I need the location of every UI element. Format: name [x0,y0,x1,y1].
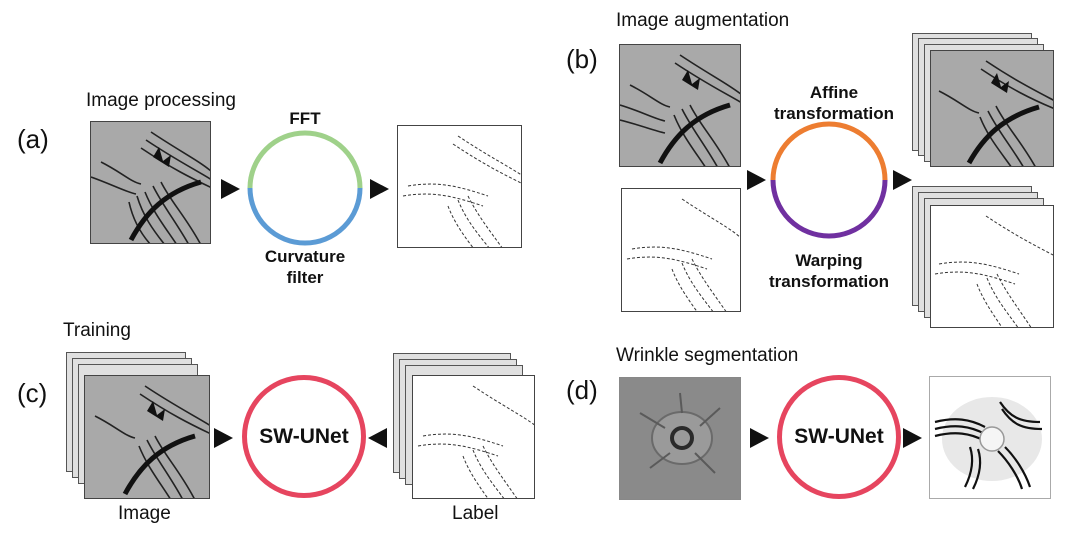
fft-label: FFT [289,109,321,128]
augmented-label-stack-top [930,205,1054,328]
affine-transformation-label: Affine transformation [774,83,894,123]
arrow-d-1 [750,428,769,448]
arrow-d-2 [903,428,922,448]
arrow-b-1 [747,170,766,190]
sw-unet-label: SW-UNet [794,425,884,448]
affine-arc [770,121,888,181]
image-caption: Image [118,503,171,524]
panel-d-letter: (d) [566,375,598,405]
warping-transformation-label: Warping transformation [769,251,889,291]
processed-label-image-a [397,125,522,248]
segmentation-output-image [929,376,1051,499]
warping-arc [770,179,888,239]
arrow-c-2 [368,428,387,448]
training-label-stack-top [412,375,535,499]
panel-c-letter: (c) [17,378,48,408]
arrow-a-2 [370,179,389,199]
panel-a-letter: (a) [17,124,49,154]
curvature-arc [247,187,363,246]
label-caption: Label [452,503,499,524]
training-image-stack-top [84,375,210,499]
arrow-a-1 [221,179,240,199]
sw-unet-training-circle: SW-UNet [242,375,366,498]
curvature-filter-label: Curvature filter [264,247,346,287]
arrow-b-2 [893,170,912,190]
sw-unet-segmentation-circle: SW-UNet [777,375,901,499]
cell-microscopy-image [619,377,741,500]
sw-unet-label: SW-UNet [259,424,349,448]
panel-d-title: Wrinkle segmentation [616,345,799,366]
arrow-c-1 [214,428,233,448]
panel-a-title: Image processing [86,90,236,111]
raw-wrinkle-image-b [619,44,741,167]
augmented-image-stack-top [930,50,1054,167]
panel-b-title: Image augmentation [616,10,790,31]
label-image-b [621,188,741,312]
panel-c-title: Training [63,320,131,341]
panel-b-letter: (b) [566,44,598,74]
fft-arc [247,130,363,189]
raw-wrinkle-image-a [90,121,211,244]
